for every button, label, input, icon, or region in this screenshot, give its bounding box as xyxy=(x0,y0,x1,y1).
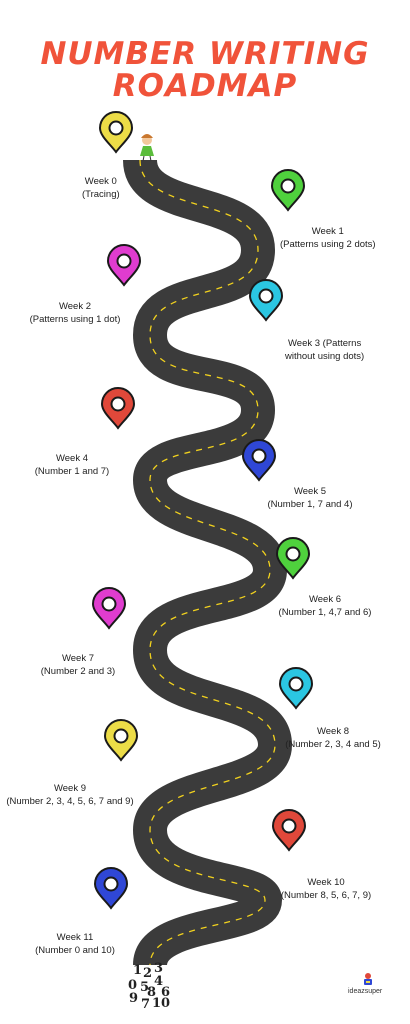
week-0-title: Week 0 xyxy=(84,176,117,187)
week-7-label: Week 7 (Number 2 and 3) xyxy=(41,652,115,678)
week-5-label: Week 5 (Number 1, 7 and 4) xyxy=(267,485,352,511)
week-11-label: Week 11 (Number 0 and 10) xyxy=(35,931,115,957)
week-9-title: Week 9 xyxy=(53,783,87,794)
week-9-detail: (Number 2, 3, 4, 5, 6, 7 and 9) xyxy=(6,796,134,807)
week-8-label: Week 8 (Number 2, 3, 4 and 5) xyxy=(285,725,381,751)
week-11-detail: (Number 0 and 10) xyxy=(35,945,115,956)
week-3-title: Week 3 (Patterns xyxy=(288,338,362,349)
location-pin-icon xyxy=(100,387,136,430)
week-6-label: Week 6 (Number 1, 4,7 and 6) xyxy=(279,593,372,619)
week-1-detail: (Patterns using 2 dots) xyxy=(280,239,376,250)
week-6-detail: (Number 1, 4,7 and 6) xyxy=(278,607,372,618)
digit: 6 xyxy=(161,985,171,1000)
week-1-label: Week 1 (Patterns using 2 dots) xyxy=(280,225,376,251)
week-2-label: Week 2 (Patterns using 1 dot) xyxy=(30,300,121,326)
location-pin-icon xyxy=(91,587,127,630)
road xyxy=(123,157,293,969)
week-3-detail: without using dots) xyxy=(285,351,365,362)
digit: 5 xyxy=(140,980,150,995)
week-10-label: Week 10 (Number 8, 5, 6, 7, 9) xyxy=(281,876,371,902)
digit: 2 xyxy=(143,966,153,981)
location-pin-icon xyxy=(271,809,307,852)
digit: 0 xyxy=(128,978,138,993)
location-pin-icon xyxy=(248,279,284,322)
digit: 3 xyxy=(154,961,164,976)
week-0-label: Week 0 (Tracing) xyxy=(82,175,120,201)
week-8-detail: (Number 2, 3, 4 and 5) xyxy=(285,739,381,750)
digit: 10 xyxy=(152,996,171,1011)
week-8-title: Week 8 xyxy=(316,726,350,737)
digit: 8 xyxy=(147,985,157,1000)
week-4-label: Week 4 (Number 1 and 7) xyxy=(35,452,109,478)
girl-illustration xyxy=(140,134,154,162)
week-7-title: Week 7 xyxy=(61,653,95,664)
digit: 7 xyxy=(141,997,151,1012)
week-1-title: Week 1 xyxy=(311,226,344,237)
location-pin-icon xyxy=(106,244,142,287)
road-center-line xyxy=(139,159,276,966)
week-5-detail: (Number 1, 7 and 4) xyxy=(267,499,353,510)
title-line-1: NUMBER WRITING xyxy=(40,36,370,72)
digit: 4 xyxy=(154,974,164,989)
location-pin-icon xyxy=(241,439,277,482)
week-11-title: Week 11 xyxy=(56,932,94,943)
digit: 9 xyxy=(129,991,139,1006)
location-pin-icon xyxy=(103,719,139,762)
title-line-2: ROADMAP xyxy=(112,68,298,104)
week-9-label: Week 9 (Number 2, 3, 4, 5, 6, 7 and 9) xyxy=(6,782,133,808)
location-pin-icon xyxy=(270,169,306,212)
week-5-title: Week 5 xyxy=(293,486,327,497)
week-10-title: Week 10 xyxy=(307,877,345,888)
week-10-detail: (Number 8, 5, 6, 7, 9) xyxy=(280,890,372,901)
week-0-detail: (Tracing) xyxy=(82,189,120,200)
week-2-detail: (Patterns using 1 dot) xyxy=(29,314,121,325)
week-2-title: Week 2 xyxy=(58,301,92,312)
brand-logo-icon xyxy=(364,973,372,985)
location-pin-icon xyxy=(93,867,129,910)
week-4-title: Week 4 xyxy=(55,453,89,464)
location-pin-icon xyxy=(275,537,311,580)
location-pin-icon xyxy=(98,111,134,154)
week-4-detail: (Number 1 and 7) xyxy=(34,466,110,477)
brand-name: ideazsuper xyxy=(348,988,383,995)
location-pin-icon xyxy=(278,667,314,710)
week-3-label: Week 3 (Patterns without using dots) xyxy=(285,337,364,363)
digit: 1 xyxy=(133,963,143,978)
week-7-detail: (Number 2 and 3) xyxy=(40,666,116,677)
week-6-title: Week 6 xyxy=(308,594,342,605)
